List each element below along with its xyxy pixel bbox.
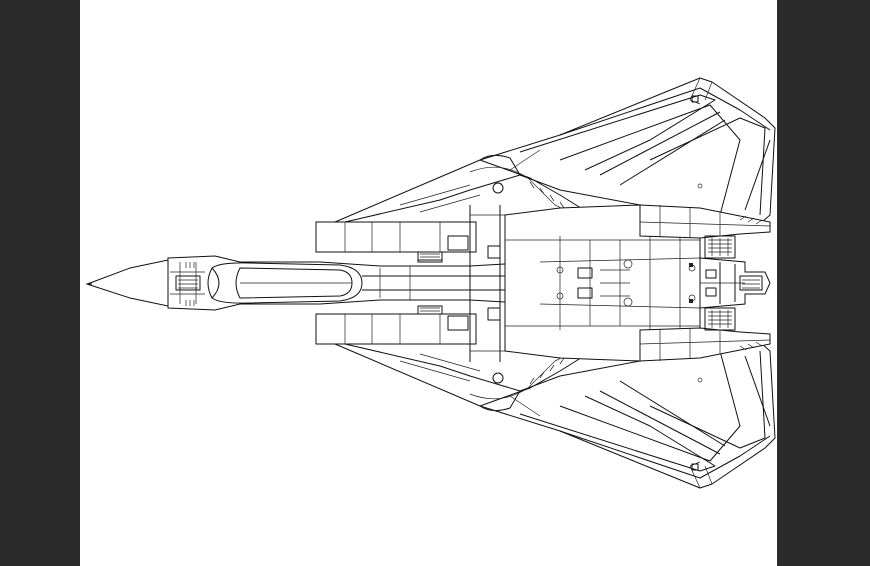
marker-dot [689,263,693,267]
intake-upper [315,221,477,261]
nacelle-upper [639,204,771,272]
tail-section [699,257,771,309]
fuselage [85,205,541,362]
marker-dot [689,299,693,303]
nacelle-lower [639,294,771,362]
right-frame-bar [777,0,870,566]
wing-lower [334,335,776,489]
wing-upper [334,77,776,231]
intake-lower [315,305,477,345]
left-frame-bar [0,0,80,566]
